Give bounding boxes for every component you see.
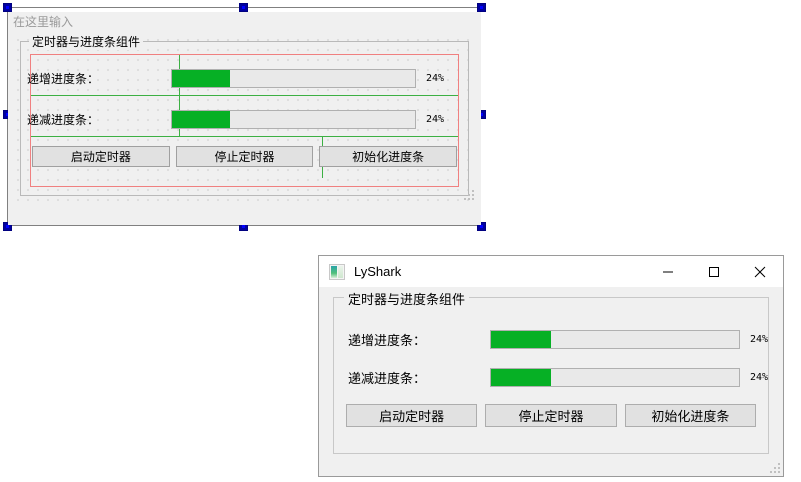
- designer-progressbar-increment[interactable]: [171, 68, 416, 88]
- app-percent-label-increment: 24%: [749, 333, 768, 345]
- app-label-increment: 递增进度条：: [348, 332, 427, 348]
- qt-designer-canvas: 在这里输入 定时器与进度条组件 递增进度条： 24%: [0, 0, 501, 240]
- app-button-row: 启动定时器 停止定时器 初始化进度条: [346, 404, 756, 427]
- app-groupbox: 定时器与进度条组件 递增进度条： 24% 递减进度条： 24% 启动定时器 停止…: [333, 289, 769, 454]
- designer-label-increment[interactable]: 递增进度条：: [27, 71, 100, 86]
- designer-layout-hline-1: [31, 95, 458, 96]
- app-button-stop-timer[interactable]: 停止定时器: [485, 404, 617, 427]
- window-controls: [645, 256, 783, 287]
- designer-layout-vline-1: [179, 55, 180, 136]
- designer-button-stop-timer[interactable]: 停止定时器: [175, 146, 314, 167]
- designer-button-init-progress[interactable]: 初始化进度条: [319, 146, 458, 167]
- app-label-decrement: 递减进度条：: [348, 370, 427, 386]
- app-button-start-timer[interactable]: 启动定时器: [346, 404, 478, 427]
- minimize-icon[interactable]: [645, 256, 691, 287]
- app-button-init-progress[interactable]: 初始化进度条: [624, 404, 756, 427]
- lyshark-application-window[interactable]: LyShark 定时器与进度条组件 递增进度条： 24%: [318, 255, 784, 477]
- designer-layout-hline-2: [31, 136, 458, 137]
- app-logo-icon: [329, 263, 345, 280]
- designer-groupbox-title: 定时器与进度条组件: [29, 33, 144, 50]
- designer-central-widget[interactable]: 定时器与进度条组件 递增进度条： 24% 递减进度: [12, 33, 477, 203]
- app-progress-row-1: 递增进度条： 24%: [334, 328, 768, 350]
- selection-handle-top-center[interactable]: [239, 3, 248, 12]
- designer-progressbar-decrement-fill: [172, 110, 231, 128]
- app-progressbar-increment[interactable]: [490, 329, 740, 349]
- designer-size-grip[interactable]: [463, 189, 475, 201]
- designer-label-decrement[interactable]: 递减进度条：: [27, 112, 100, 127]
- designer-percent-label-decrement: 24%: [426, 113, 445, 125]
- app-progress-row-2: 递减进度条： 24%: [334, 366, 768, 388]
- selection-handle-top-right[interactable]: [477, 3, 486, 12]
- app-progressbar-decrement[interactable]: [490, 367, 740, 387]
- window-titlebar[interactable]: LyShark: [319, 256, 783, 287]
- app-size-grip[interactable]: [769, 462, 781, 474]
- window-title: LyShark: [354, 264, 402, 279]
- app-progressbar-decrement-fill: [491, 368, 551, 386]
- designer-progressbar-increment-fill: [172, 69, 231, 87]
- close-icon[interactable]: [737, 256, 783, 287]
- designer-progressbar-decrement[interactable]: [171, 109, 416, 129]
- designer-percent-label-increment: 24%: [426, 72, 445, 84]
- designer-button-row: 启动定时器 停止定时器 初始化进度条: [32, 146, 458, 167]
- menubar-type-here-placeholder[interactable]: 在这里输入: [8, 12, 88, 32]
- selection-handle-bottom-right[interactable]: [477, 222, 486, 231]
- designer-form-widget[interactable]: 在这里输入 定时器与进度条组件 递增进度条： 24%: [8, 12, 481, 225]
- selection-handle-bottom-left[interactable]: [3, 222, 12, 231]
- designer-groupbox[interactable]: 定时器与进度条组件 递增进度条： 24% 递减进度: [20, 33, 469, 196]
- selection-handle-top-left[interactable]: [3, 3, 12, 12]
- window-client-area: 定时器与进度条组件 递增进度条： 24% 递减进度条： 24% 启动定时器 停止…: [319, 287, 783, 476]
- designer-button-start-timer[interactable]: 启动定时器: [32, 146, 170, 167]
- app-progressbar-increment-fill: [491, 330, 551, 348]
- app-percent-label-decrement: 24%: [749, 371, 768, 383]
- designer-progress-row-1: 递增进度条： 24%: [21, 67, 468, 89]
- maximize-icon[interactable]: [691, 256, 737, 287]
- app-groupbox-title: 定时器与进度条组件: [344, 289, 470, 308]
- designer-progress-row-2: 递减进度条： 24%: [21, 108, 468, 130]
